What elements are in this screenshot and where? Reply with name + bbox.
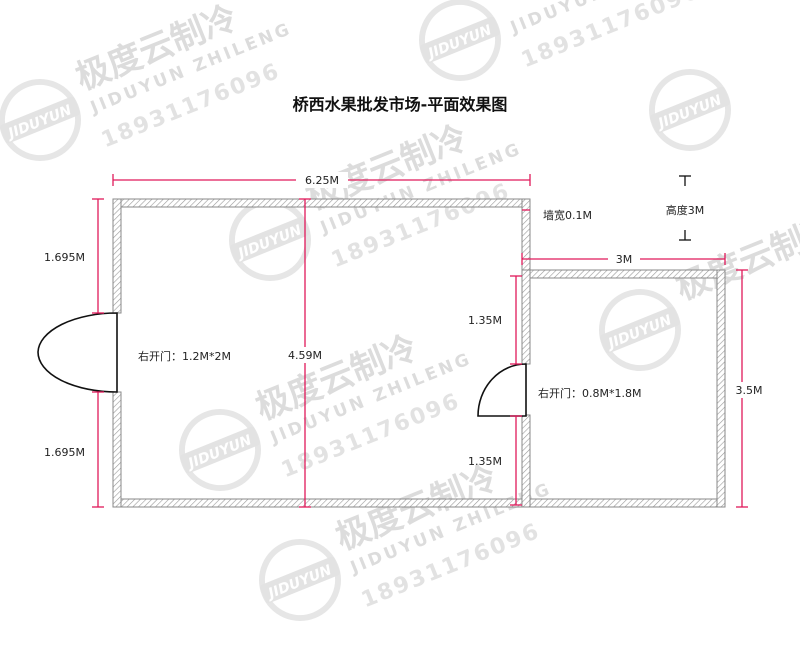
label-small-depth: 3.5M [736, 384, 763, 397]
main-room-left-wall-upper [112, 198, 122, 314]
main-door-swing [37, 312, 118, 393]
label-door-main: 右开门：1.2M*2M [138, 349, 231, 363]
label-left-bottom: 1.695M [44, 446, 85, 459]
dimension-labels: 6.25M 墙宽0.1M 高度3M 3M 1.695M 1.695M 4.59M… [44, 172, 768, 468]
watermark-group-1: JIDUYUN 极度云制冷 JIDUYUN ZHILENG 1893117609… [0, 0, 295, 161]
label-mid-top: 1.35M [468, 314, 502, 327]
label-main-depth: 4.59M [288, 349, 322, 362]
watermark-group-2: JIDUYUN JIDUYUN ZHILENG 18931176096 [419, 0, 715, 81]
label-bg [730, 382, 768, 398]
small-room-left-wall-upper [521, 269, 531, 365]
small-door-swing [477, 363, 527, 417]
small-room-right-wall [716, 269, 726, 508]
label-width-total: 6.25M [305, 174, 339, 187]
label-small-width: 3M [616, 253, 633, 266]
label-door-small: 右开门：0.8M*1.8M [538, 386, 641, 400]
small-room-top-wall [521, 269, 726, 279]
label-bg [296, 172, 348, 188]
label-wall-thickness: 墙宽0.1M [543, 208, 592, 222]
watermark-badge [260, 556, 340, 604]
main-room-bottom-wall [112, 498, 531, 508]
small-room-left-wall-lower [521, 414, 531, 508]
watermark-brand-cn: 极度云制冷 [670, 208, 800, 309]
label-height: 高度3M [666, 203, 705, 217]
label-bg [608, 251, 640, 267]
watermark-badge [230, 216, 310, 264]
watermark-badge [650, 86, 730, 134]
watermark-group-4: JIDUYUN [649, 69, 731, 151]
label-mid-bottom: 1.35M [468, 455, 502, 468]
watermark-badge [180, 426, 260, 474]
label-left-top: 1.695M [44, 251, 85, 264]
watermark-badge [420, 16, 500, 64]
watermark-group-6: JIDUYUN 极度云制冷 [599, 208, 800, 371]
watermark-badge [0, 96, 80, 144]
walls [112, 198, 726, 508]
watermark-badge [600, 306, 680, 354]
main-room-left-wall-lower [112, 391, 122, 508]
page-title: 桥西水果批发市场-平面效果图 [293, 95, 508, 114]
main-room-top-wall [112, 198, 531, 208]
small-room-bottom-wall [521, 498, 726, 508]
label-bg [283, 347, 327, 363]
